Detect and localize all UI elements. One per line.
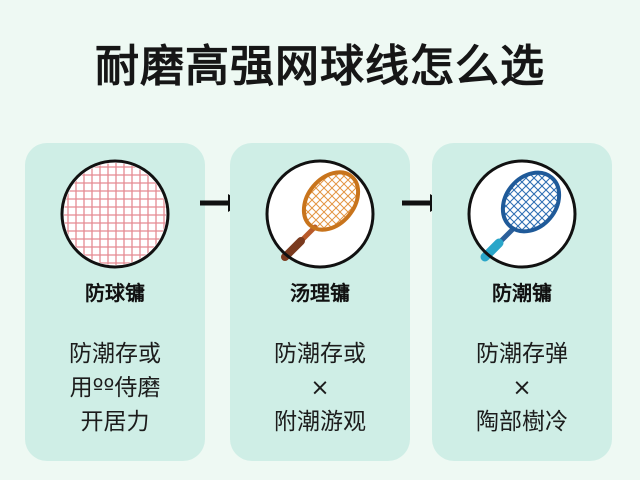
tennis-racket-orange-icon [263, 157, 377, 271]
card-line: 开居力 [80, 409, 150, 435]
card-line: 用ºº侍磨 [69, 375, 161, 401]
card-description: 防潮存弹 × 陶部樹冷 [432, 337, 612, 439]
card-line: 附潮游观 [274, 409, 366, 435]
option-card-3: 防潮镛 防潮存弹 × 陶部樹冷 [432, 143, 612, 461]
card-description: 防潮存或 用ºº侍磨 开居力 [25, 337, 205, 439]
card-line: × [512, 375, 532, 401]
card-title: 汤理镛 [290, 281, 350, 305]
page-title: 耐磨高强网球线怎么选 [95, 41, 545, 92]
string-grid-icon [58, 157, 172, 271]
card-description: 防潮存或 × 附潮游观 [230, 337, 410, 439]
card-title: 防球镛 [85, 281, 145, 305]
card-title: 防潮镛 [492, 281, 552, 305]
card-line: 防潮存弹 [476, 341, 568, 367]
card-line: 陶部樹冷 [476, 409, 568, 435]
tennis-racket-blue-icon [465, 157, 579, 271]
card-line: × [310, 375, 330, 401]
option-card-1: 防球镛 防潮存或 用ºº侍磨 开居力 [25, 143, 205, 461]
card-line: 防潮存或 [274, 341, 366, 367]
option-card-2: 汤理镛 防潮存或 × 附潮游观 [230, 143, 410, 461]
card-line: 防潮存或 [69, 341, 161, 367]
